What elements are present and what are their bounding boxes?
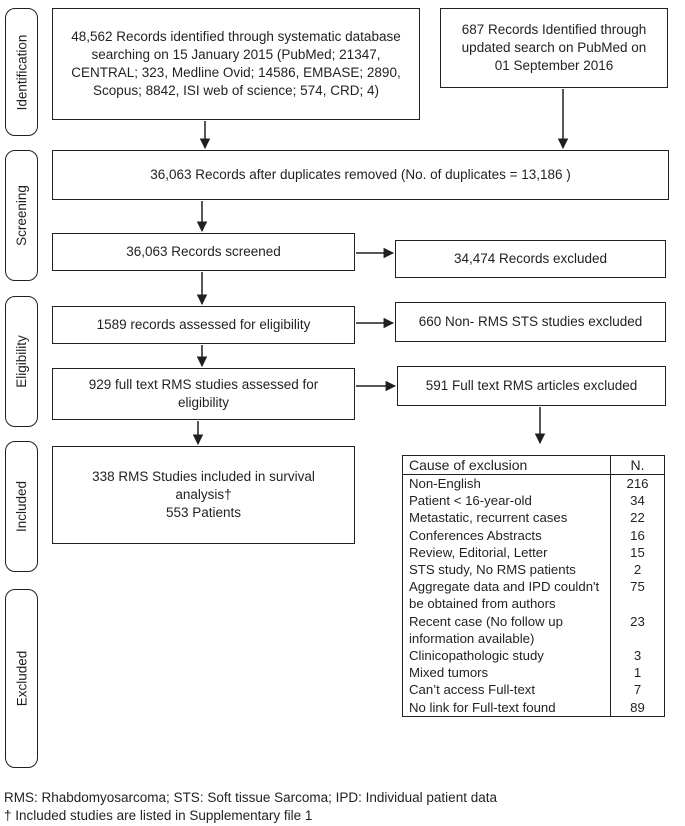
table-row: Can’t access Full-text 7 — [403, 681, 664, 699]
exclusion-cause: Patient < 16-year-old — [403, 492, 611, 510]
included-box: 338 RMS Studies included in survival ana… — [52, 446, 355, 544]
table-header: Cause of exclusion N. — [403, 456, 664, 475]
exclusion-count: 34 — [630, 493, 645, 509]
table-row: Patient < 16-year-old 34 — [403, 492, 664, 510]
after-duplicates-text: 36,063 Records after duplicates removed … — [150, 167, 571, 182]
screened-text: 36,063 Records screened — [126, 244, 281, 259]
table-row: Mixed tumors 1 — [403, 664, 664, 682]
exclusion-cause: Aggregate data and IPD couldn't be obtai… — [403, 578, 611, 613]
assessed-text: 1589 records assessed for eligibility — [96, 317, 311, 332]
exclusion-count: 2 — [633, 562, 642, 578]
included-patients-text: 553 Patients — [165, 505, 242, 520]
stage-included: Included — [5, 441, 38, 572]
exclusion-cause: Metastatic, recurrent cases — [403, 509, 611, 527]
screened-box: 36,063 Records screened — [52, 233, 355, 271]
exclusion-count: 216 — [626, 476, 649, 491]
stage-identification: Identification — [5, 8, 38, 136]
screen-excluded-box: 34,474 Records excluded — [395, 240, 666, 278]
table-row: STS study, No RMS patients 2 — [403, 561, 664, 579]
exclusion-cause: Clinicopathologic study — [403, 647, 611, 665]
exclusion-cause: Recent case (No follow up information av… — [403, 612, 611, 648]
full-text-excluded-text: 591 Full text RMS articles excluded — [425, 378, 638, 393]
exclusion-count: 89 — [630, 699, 645, 715]
exclusion-cause: No link for Full-text found — [403, 698, 611, 716]
dagger-footnote: † Included studies are listed in Supplem… — [4, 808, 313, 823]
assessed-box: 1589 records assessed for eligibility — [52, 306, 355, 344]
non-rms-excluded-box: 660 Non- RMS STS studies excluded — [395, 302, 666, 342]
full-text-excluded-box: 591 Full text RMS articles excluded — [397, 366, 666, 406]
exclusion-cause: Can’t access Full-text — [403, 681, 611, 699]
stage-screening: Screening — [5, 150, 38, 281]
stage-excluded: Excluded — [5, 589, 38, 768]
screen-excluded-text: 34,474 Records excluded — [453, 251, 608, 266]
stage-eligibility: Eligibility — [5, 296, 38, 427]
after-duplicates-box: 36,063 Records after duplicates removed … — [52, 150, 669, 200]
table-row: Review, Editorial, Letter 15 — [403, 543, 664, 562]
table-row: Non-English 216 — [403, 475, 664, 493]
db-search-box: 48,562 Records identified through system… — [52, 8, 420, 120]
exclusion-cause: Review, Editorial, Letter — [403, 543, 611, 562]
full-text-text: 929 full text RMS studies assessed for e… — [88, 377, 319, 410]
n-header: N. — [630, 457, 645, 473]
updated-search-box: 687 Records Identified through updated s… — [440, 8, 668, 88]
exclusion-count: 3 — [633, 648, 642, 664]
cause-header: Cause of exclusion — [403, 456, 611, 474]
exclusion-count: 75 — [630, 579, 645, 595]
exclusion-count: 22 — [630, 510, 645, 526]
non-rms-excluded-text: 660 Non- RMS STS studies excluded — [418, 314, 643, 329]
exclusion-cause: Conferences Abstracts — [403, 526, 611, 544]
exclusion-count: 7 — [633, 682, 642, 698]
table-row: Recent case (No follow up information av… — [403, 612, 664, 648]
exclusion-count: 15 — [630, 544, 645, 560]
full-text-box: 929 full text RMS studies assessed for e… — [52, 368, 355, 420]
table-row: Conferences Abstracts 16 — [403, 526, 664, 544]
table-row: Clinicopathologic study 3 — [403, 647, 664, 665]
db-search-text: 48,562 Records identified through system… — [71, 29, 401, 98]
exclusion-cause: Mixed tumors — [403, 664, 611, 682]
table-row: No link for Full-text found 89 — [403, 698, 664, 716]
table-row: Metastatic, recurrent cases 22 — [403, 509, 664, 527]
exclusion-count: 23 — [630, 613, 645, 629]
exclusion-count: 16 — [630, 527, 645, 543]
updated-search-text: 687 Records Identified through updated s… — [461, 22, 647, 73]
included-text: 338 RMS Studies included in survival ana… — [92, 469, 315, 502]
table-row: Aggregate data and IPD couldn't be obtai… — [403, 578, 664, 613]
exclusion-count: 1 — [633, 665, 642, 681]
abbreviations-footnote: RMS: Rhabdomyosarcoma; STS: Soft tissue … — [4, 790, 497, 805]
exclusion-cause: STS study, No RMS patients — [403, 561, 611, 579]
exclusion-cause: Non-English — [403, 475, 611, 493]
